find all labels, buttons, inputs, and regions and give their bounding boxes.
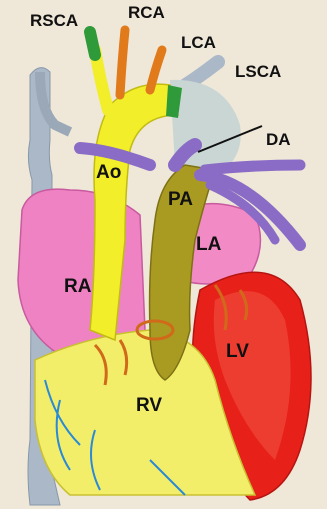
label-rca: RCA	[128, 3, 165, 22]
label-lca: LCA	[181, 33, 216, 52]
label-ao: Ao	[96, 162, 121, 183]
label-rv: RV	[136, 395, 162, 416]
rca-vessel	[120, 30, 125, 95]
label-la: LA	[196, 234, 222, 255]
rsca-band	[90, 32, 95, 55]
label-lsca: LSCA	[235, 62, 281, 81]
label-rsca: RSCA	[30, 11, 78, 30]
upper-pulmonary-branch	[205, 165, 300, 170]
label-pa: PA	[168, 189, 193, 210]
label-ra: RA	[64, 276, 92, 297]
label-lv: LV	[226, 341, 249, 362]
label-da: DA	[266, 130, 291, 149]
